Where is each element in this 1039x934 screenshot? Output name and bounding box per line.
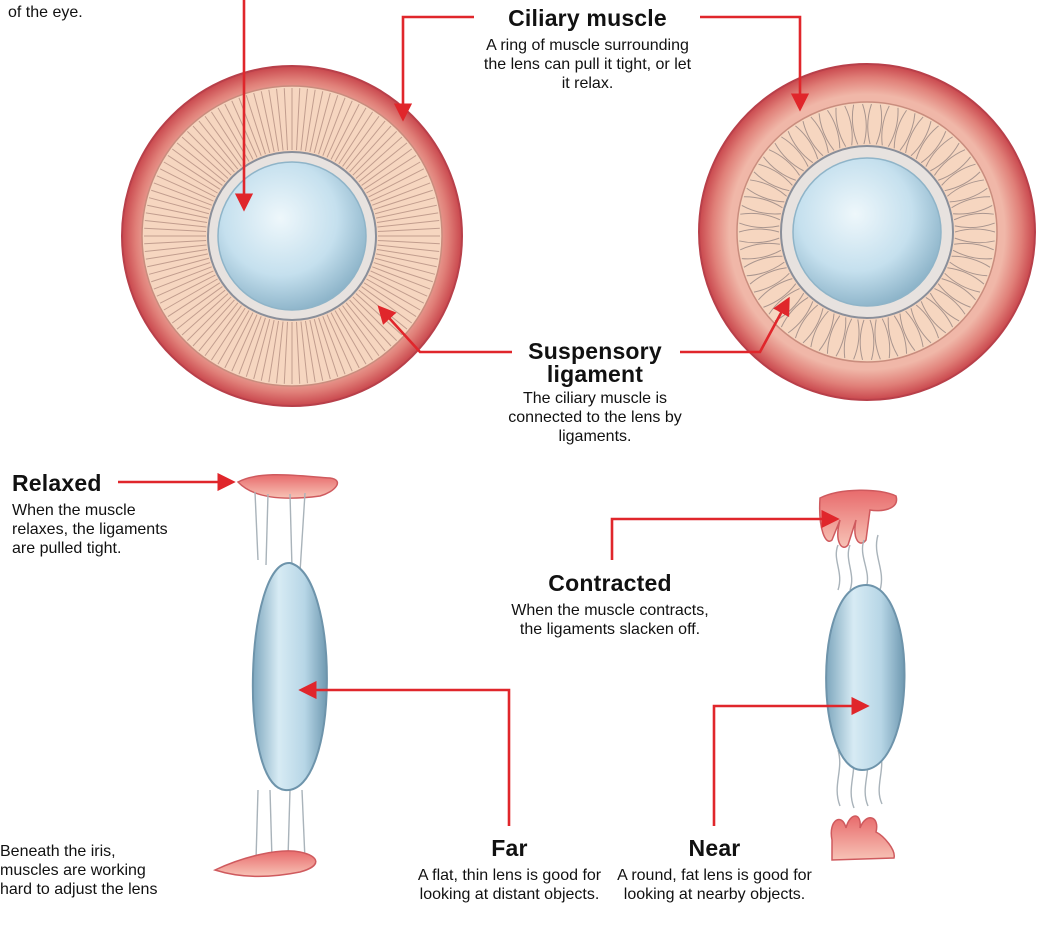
- ciliary-muscle-desc: A ring of muscle surrounding the lens ca…: [480, 36, 695, 94]
- label-relaxed: Relaxed When the muscle relaxes, the lig…: [12, 470, 172, 558]
- lens-top-left: [218, 162, 366, 310]
- contracted-title: Contracted: [510, 570, 710, 598]
- lens-top-right: [793, 158, 941, 306]
- suspensory-ligament-desc: The ciliary muscle is connected to the l…: [500, 389, 690, 447]
- label-contracted: Contracted When the muscle contracts, th…: [510, 570, 710, 639]
- contracted-desc: When the muscle contracts, the ligaments…: [510, 601, 710, 639]
- relaxed-desc: When the muscle relaxes, the ligaments a…: [12, 501, 172, 559]
- lens-side-far: [215, 475, 337, 877]
- lens-side-near: [820, 490, 905, 860]
- partial-label-bottom: Beneath the iris, muscles are working ha…: [0, 842, 165, 900]
- far-desc: A flat, thin lens is good for looking at…: [412, 866, 607, 904]
- near-title: Near: [617, 835, 812, 863]
- far-title: Far: [412, 835, 607, 863]
- ciliary-ring-right: [699, 64, 1035, 400]
- ciliary-muscle-title: Ciliary muscle: [480, 5, 695, 33]
- label-ciliary-muscle: Ciliary muscle A ring of muscle surround…: [480, 5, 695, 93]
- ciliary-ring-left: [122, 66, 462, 406]
- suspensory-ligament-title: Suspensory ligament: [500, 340, 690, 386]
- relaxed-title: Relaxed: [12, 470, 172, 498]
- label-suspensory-ligament: Suspensory ligament The ciliary muscle i…: [500, 340, 690, 447]
- near-desc: A round, fat lens is good for looking at…: [617, 866, 812, 904]
- label-near: Near A round, fat lens is good for looki…: [617, 835, 812, 904]
- label-far: Far A flat, thin lens is good for lookin…: [412, 835, 607, 904]
- partial-label-top: of the eye.: [8, 3, 83, 22]
